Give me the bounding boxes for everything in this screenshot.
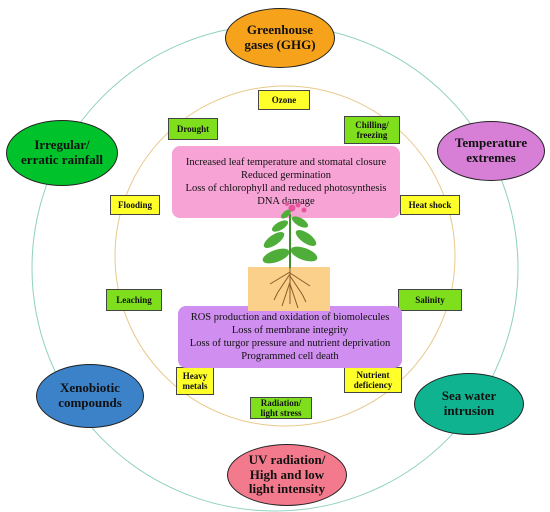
- heavy-metals-box: Heavy metals: [176, 367, 214, 395]
- effect-line: Reduced germination: [240, 169, 332, 181]
- sea-water-intrusion-oval: Sea water intrusion: [414, 373, 524, 435]
- effect-line: Programmed cell death: [241, 351, 339, 363]
- flooding-box: Flooding: [110, 195, 160, 215]
- leaching-box: Leaching: [106, 289, 162, 311]
- ozone-box: Ozone: [258, 90, 310, 110]
- flowers: [285, 202, 307, 213]
- effect-line: Loss of turgor pressure and nutrient dep…: [189, 338, 391, 349]
- xenobiotic-compounds-oval: Xenobiotic compounds: [36, 364, 144, 428]
- radiation-light-stress-box: Radiation/ light stress: [250, 397, 312, 419]
- salinity-box: Salinity: [398, 289, 462, 311]
- heat-shock-box: Heat shock: [400, 195, 460, 215]
- irregular-rainfall-oval: Irregular/ erratic rainfall: [6, 120, 118, 186]
- effect-line: Increased leaf temperature and stomatal …: [185, 156, 387, 168]
- roots: [269, 268, 311, 309]
- effects-bottom-panel: ROS production and oxidation of biomolec…: [178, 306, 402, 368]
- inner-ring: [114, 85, 456, 427]
- greenhouse-gases-oval: Greenhouse gases (GHG): [225, 8, 335, 68]
- chilling-freezing-box: Chilling/ freezing: [344, 116, 400, 144]
- leaves: [262, 209, 318, 264]
- soil-block: [248, 267, 330, 311]
- plant-illustration: [262, 202, 318, 309]
- effect-line: ROS production and oxidation of biomolec…: [190, 311, 390, 323]
- effect-line: DNA damage: [257, 196, 315, 208]
- temperature-extremes-oval: Temperature extremes: [437, 121, 545, 181]
- effect-line: Loss of chlorophyll and reduced photosyn…: [185, 183, 387, 194]
- drought-box: Drought: [168, 118, 218, 140]
- effects-top-panel: Increased leaf temperature and stomatal …: [172, 146, 400, 218]
- effect-line: Loss of membrane integrity: [231, 324, 349, 336]
- uv-radiation-oval: UV radiation/ High and low light intensi…: [227, 444, 347, 506]
- nutrient-deficiency-box: Nutrient deficiency: [344, 367, 402, 393]
